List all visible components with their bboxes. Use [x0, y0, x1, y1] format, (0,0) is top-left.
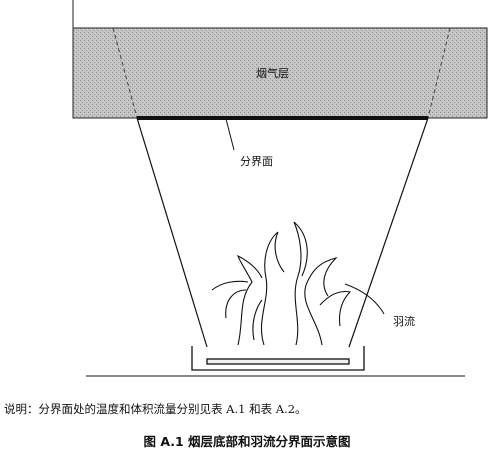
plume-extension-left — [112, 27, 138, 119]
explanatory-note: 说明：分界面处的温度和体积流量分别见表 A.1 和表 A.2。 — [4, 402, 307, 416]
interface-label: 分界面 — [240, 155, 273, 168]
smoke-layer-label: 烟气层 — [256, 66, 289, 80]
interface-leader — [225, 118, 235, 151]
plume-edge-right — [348, 117, 429, 348]
flames — [211, 221, 352, 346]
plume-edge-left — [136, 117, 208, 348]
plume-diagram: 烟气层 分界面 羽流 — [72, 0, 488, 377]
plume-leader — [344, 283, 385, 315]
burner-tray — [191, 346, 365, 371]
plume-extension-right — [427, 27, 451, 119]
plume-label: 羽流 — [393, 314, 415, 328]
figure-caption: 图 A.1 烟层底部和羽流分界面示意图 — [143, 434, 351, 449]
